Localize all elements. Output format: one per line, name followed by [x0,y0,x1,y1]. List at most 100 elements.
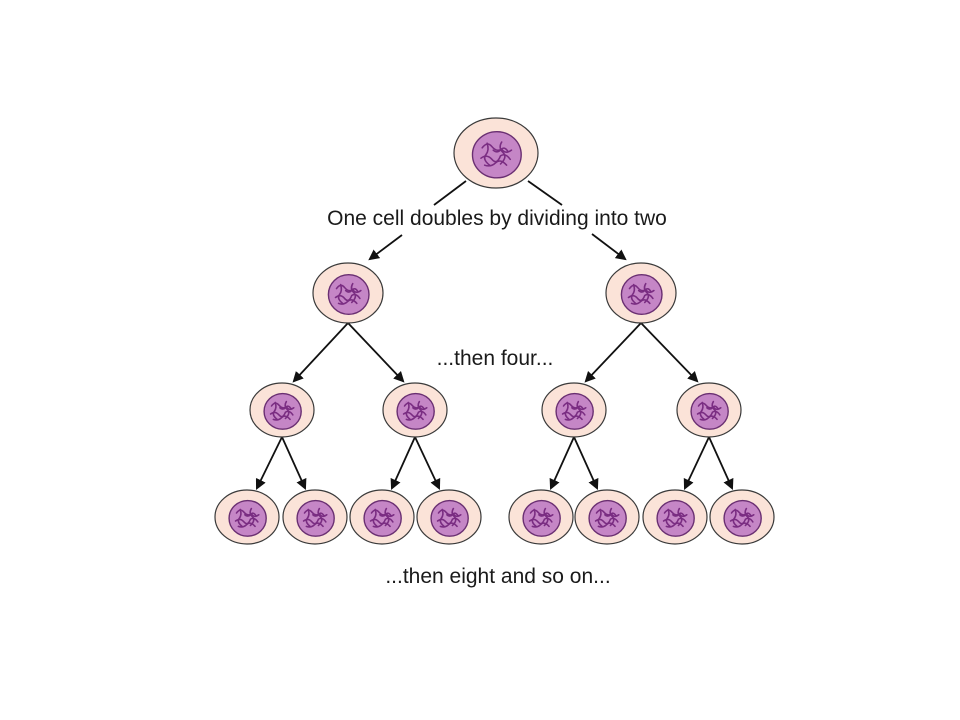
chromatin [237,508,243,528]
chromatin [531,522,550,528]
chromatin [350,282,357,304]
nucleus [620,274,663,316]
chromatin [405,415,424,421]
cells-layer [214,117,775,545]
chromatin [672,512,685,517]
chromatin [637,288,652,293]
nucleus [690,392,729,430]
caption-then-four: ...then four... [434,347,556,370]
nucleus [656,499,695,537]
cell-gen3-1 [249,382,315,438]
chromatin [305,522,324,528]
chromatin [405,401,411,421]
chromatin [643,282,650,304]
cell-gen2-2 [605,262,677,324]
nucleus [471,130,522,179]
chromatin [739,512,752,517]
cell-gen3-2 [382,382,448,438]
chromatin [372,508,378,528]
chromatin [284,400,290,420]
chromatin [699,415,718,421]
arrow-right [591,233,627,261]
arrow-gen3-4-2 [708,436,734,490]
arrows-layer [255,180,734,490]
cell-gen1-1 [453,117,539,189]
chromatin [417,400,423,420]
arrow-line-right-upper [527,180,563,206]
arrow-gen3-3-1 [549,436,575,490]
chromatin [609,507,615,527]
chromatin [305,508,311,528]
caption-then-eight: ...then eight and so on... [383,565,613,588]
chromatin [372,522,391,528]
arrow-gen2-1-1 [292,322,349,383]
arrow-line-left-upper [433,180,467,206]
nucleus [522,499,561,537]
chromatin [249,507,255,527]
chromatin [732,508,738,528]
chromatin [706,405,719,410]
chromatin [677,507,683,527]
cell-gen4-5 [508,489,574,545]
cell-gen4-8 [709,489,775,545]
chromatin [564,401,570,421]
nucleus [588,499,627,537]
nucleus [396,392,435,430]
chromatin [446,512,459,517]
chromatin [237,522,256,528]
cell-gen4-3 [349,489,415,545]
arrow-gen2-2-2 [640,322,699,383]
chromatin [665,508,671,528]
chromatin [451,507,457,527]
chromatin [499,141,506,165]
arrow-gen2-1-2 [347,322,405,383]
chromatin [630,299,651,305]
chromatin [384,507,390,527]
chromatin [337,299,358,305]
chromatin [412,405,425,410]
chromatin [272,401,278,421]
arrow-gen2-2-1 [584,322,642,383]
chromatin [492,147,509,153]
chromatin [439,522,458,528]
chromatin [732,522,751,528]
cell-gen3-4 [676,382,742,438]
cell-gen4-1 [214,489,280,545]
chromatin [597,522,616,528]
chromatin [344,288,359,293]
caption-divides-into-two: One cell doubles by dividing into two [325,207,669,230]
chromatin [576,400,582,420]
nucleus [296,499,335,537]
cell-gen4-4 [416,489,482,545]
nucleus [555,392,594,430]
cell-gen4-7 [642,489,708,545]
chromatin [279,405,292,410]
chromatin [604,512,617,517]
nucleus [327,274,370,316]
nucleus [430,499,469,537]
arrow-gen3-3-2 [573,436,599,490]
chromatin [312,512,325,517]
chromatin [272,415,291,421]
arrow-gen3-4-1 [683,436,710,490]
chromatin [711,400,717,420]
chromatin [439,508,445,528]
chromatin [317,507,323,527]
arrow-gen3-2-1 [390,436,416,490]
cell-gen2-1 [312,262,384,324]
arrow-gen3-1-1 [255,436,283,490]
nucleus [228,499,267,537]
chromatin [597,508,603,528]
chromatin [630,283,637,305]
cell-gen3-3 [541,382,607,438]
chromatin [531,508,537,528]
chromatin [564,415,583,421]
chromatin [699,401,705,421]
chromatin [744,507,750,527]
chromatin [379,512,392,517]
cell-gen4-6 [574,489,640,545]
chromatin [244,512,257,517]
chromatin [571,405,584,410]
chromatin [543,507,549,527]
